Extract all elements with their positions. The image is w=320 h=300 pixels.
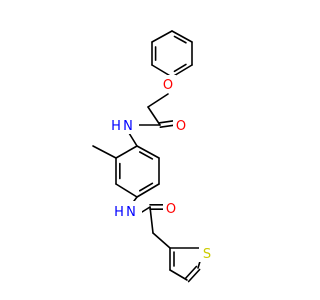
bond-n-top-ring [128, 132, 138, 147]
molecule-diagram: O O H N H N O S [92, 30, 215, 283]
bond-methyl [92, 145, 117, 159]
atom-n-bottom-h: H [114, 205, 124, 220]
atom-o-bottom-carbonyl-symbol: O [166, 202, 176, 217]
atom-o-top-carbonyl-symbol: O [176, 119, 186, 134]
bond-n-bottom-carbonyl [141, 206, 151, 213]
bond-o-ether-ch2 [147, 93, 169, 108]
atom-n-top-symbol: N [123, 119, 133, 134]
atom-s-thiophene-symbol: S [203, 247, 211, 262]
bond-carbonyl-o-top-b [158, 120, 175, 124]
bond-ch2-thiophene [152, 232, 171, 249]
thiophene-bond-c4-c5-b [184, 265, 198, 280]
atom-o-top-carbonyl: O [173, 116, 189, 134]
central-ring-bond-2 [136, 183, 160, 198]
phenyl-ring-bond-5 [151, 30, 173, 43]
atom-o-bottom-carbonyl: O [163, 199, 179, 217]
thiophene-bond-c3-c4 [169, 269, 188, 281]
atom-o-ether: O [160, 75, 176, 93]
bond-ch2-carbonyl [147, 106, 161, 126]
phenyl-ring-inner-bond-0 [173, 35, 187, 44]
central-ring-inner-bond-2 [138, 182, 154, 192]
atom-o-ether-symbol: O [163, 78, 173, 93]
phenyl-ring-bond-0 [171, 30, 193, 43]
central-ring-bond-5 [115, 145, 138, 159]
bond-carbonyl-o-top-a [159, 124, 176, 128]
atom-n-top-h: H [111, 119, 121, 134]
atom-n-bottom-symbol: N [126, 205, 136, 220]
atom-n-bottom: H N [114, 201, 142, 221]
central-ring-inner-bond-0 [138, 151, 154, 160]
structure-drawing: O O H N H N O S [92, 30, 215, 283]
bond-carbonyl-ch2-bottom [149, 206, 154, 234]
thiophene-bond-c4-c5-a [187, 268, 201, 283]
central-ring-bond-0 [136, 145, 160, 159]
phenyl-ring-inner-bond-2 [173, 63, 187, 73]
central-ring-bond-3 [115, 183, 138, 198]
bond-layer [92, 30, 202, 283]
atom-s-thiophene: S [199, 244, 215, 262]
atom-n-top: H N [111, 114, 139, 134]
